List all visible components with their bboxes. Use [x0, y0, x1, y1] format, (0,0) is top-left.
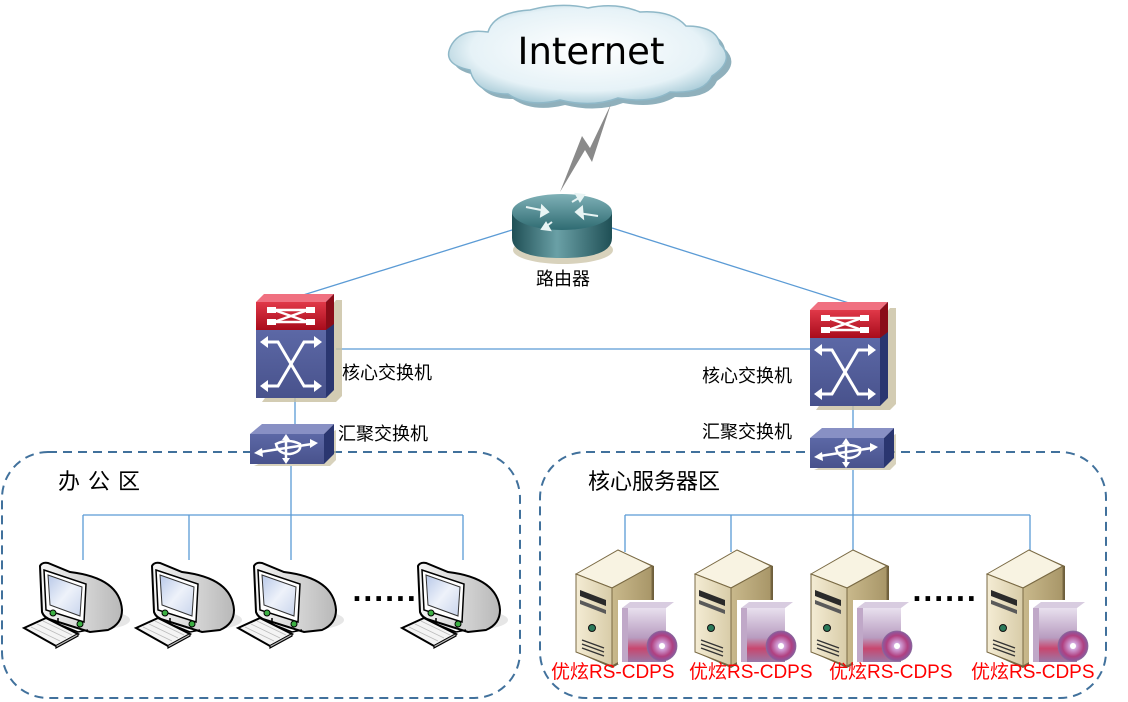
workstation-icon: [401, 561, 509, 649]
server-icon: [694, 549, 798, 669]
router-label: 路由器: [536, 269, 590, 290]
core-switch-right-icon: [808, 300, 898, 412]
server-label: 优炫RS-CDPS: [829, 662, 953, 683]
link-router-core-right: [611, 227, 853, 305]
office-ellipsis: ......: [352, 578, 418, 608]
workstation-icon: [237, 561, 345, 649]
agg-switch-left-label: 汇聚交换机: [338, 424, 428, 445]
internet-label: Internet: [517, 30, 665, 73]
wan-lightning-icon: [560, 104, 611, 192]
core-switch-left-label: 核心交换机: [342, 363, 432, 384]
server-label: 优炫RS-CDPS: [971, 662, 1095, 683]
link-router-core-left: [299, 229, 513, 297]
workstation-icon: [23, 561, 131, 649]
zone-servers-label: 核心服务器区: [588, 470, 721, 495]
servers-ellipsis: ......: [912, 578, 978, 608]
agg-switch-right-label: 汇聚交换机: [702, 422, 792, 443]
core-switch-left-icon: [254, 292, 344, 404]
server-icon: [575, 549, 679, 669]
agg-switch-left-icon: [248, 422, 338, 468]
workstation-icon: [135, 561, 243, 649]
zone-servers-border: [539, 451, 1107, 699]
zone-office-label: 办公区: [58, 470, 149, 495]
agg-switch-right-icon: [808, 426, 898, 472]
server-label: 优炫RS-CDPS: [551, 662, 675, 683]
server-icon: [810, 549, 914, 669]
core-switch-right-label: 核心交换机: [702, 366, 792, 387]
internet-cloud-icon: [447, 4, 732, 109]
router-icon: [512, 192, 613, 264]
server-label: 优炫RS-CDPS: [689, 662, 813, 683]
server-icon: [986, 549, 1090, 669]
